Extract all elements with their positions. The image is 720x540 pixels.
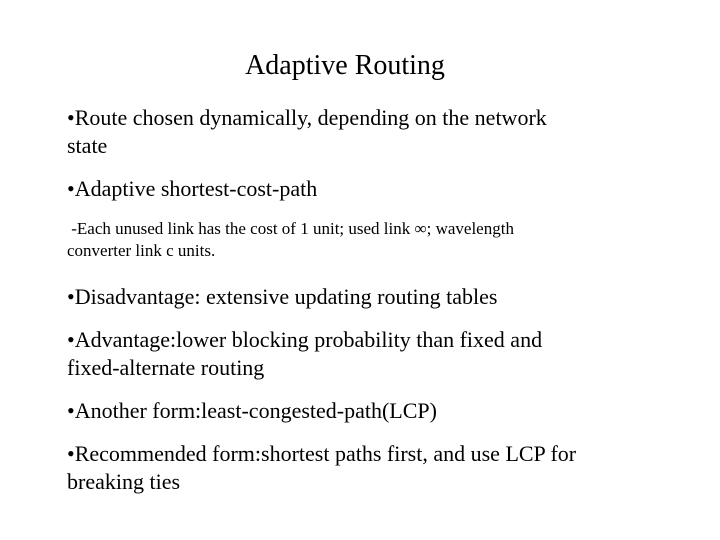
bullet-disadvantage: •Disadvantage: extensive updating routin… xyxy=(67,283,667,311)
bullet-line: •Adaptive shortest-cost-path xyxy=(67,176,318,201)
bullet-line: -Each unused link has the cost of 1 unit… xyxy=(67,219,514,238)
slide-body: •Route chosen dynamically, depending on … xyxy=(67,104,667,496)
bullet-line: state xyxy=(67,133,108,158)
bullet-line: •Another form:least-congested-path(LCP) xyxy=(67,398,437,423)
bullet-recommended-form: •Recommended form:shortest paths first, … xyxy=(67,440,667,496)
slide-title: Adaptive Routing xyxy=(245,50,445,81)
bullet-line: breaking ties xyxy=(67,469,181,494)
bullet-advantage: •Advantage:lower blocking probability th… xyxy=(67,326,667,382)
bullet-line: •Route chosen dynamically, depending on … xyxy=(67,105,547,130)
bullet-line: fixed-alternate routing xyxy=(67,355,265,380)
bullet-line: converter link c units. xyxy=(67,241,216,260)
bullet-another-form-lcp: •Another form:least-congested-path(LCP) xyxy=(67,397,667,425)
bullet-route-chosen: •Route chosen dynamically, depending on … xyxy=(67,104,667,160)
bullet-line: •Disadvantage: extensive updating routin… xyxy=(67,284,498,309)
bullet-line: •Recommended form:shortest paths first, … xyxy=(67,441,577,466)
slide-title-area: Adaptive Routing xyxy=(0,48,720,84)
bullet-adaptive-shortest-cost-path: •Adaptive shortest-cost-path xyxy=(67,175,667,203)
bullet-line: •Advantage:lower blocking probability th… xyxy=(67,327,543,352)
subbullet-link-cost: -Each unused link has the cost of 1 unit… xyxy=(67,218,667,262)
